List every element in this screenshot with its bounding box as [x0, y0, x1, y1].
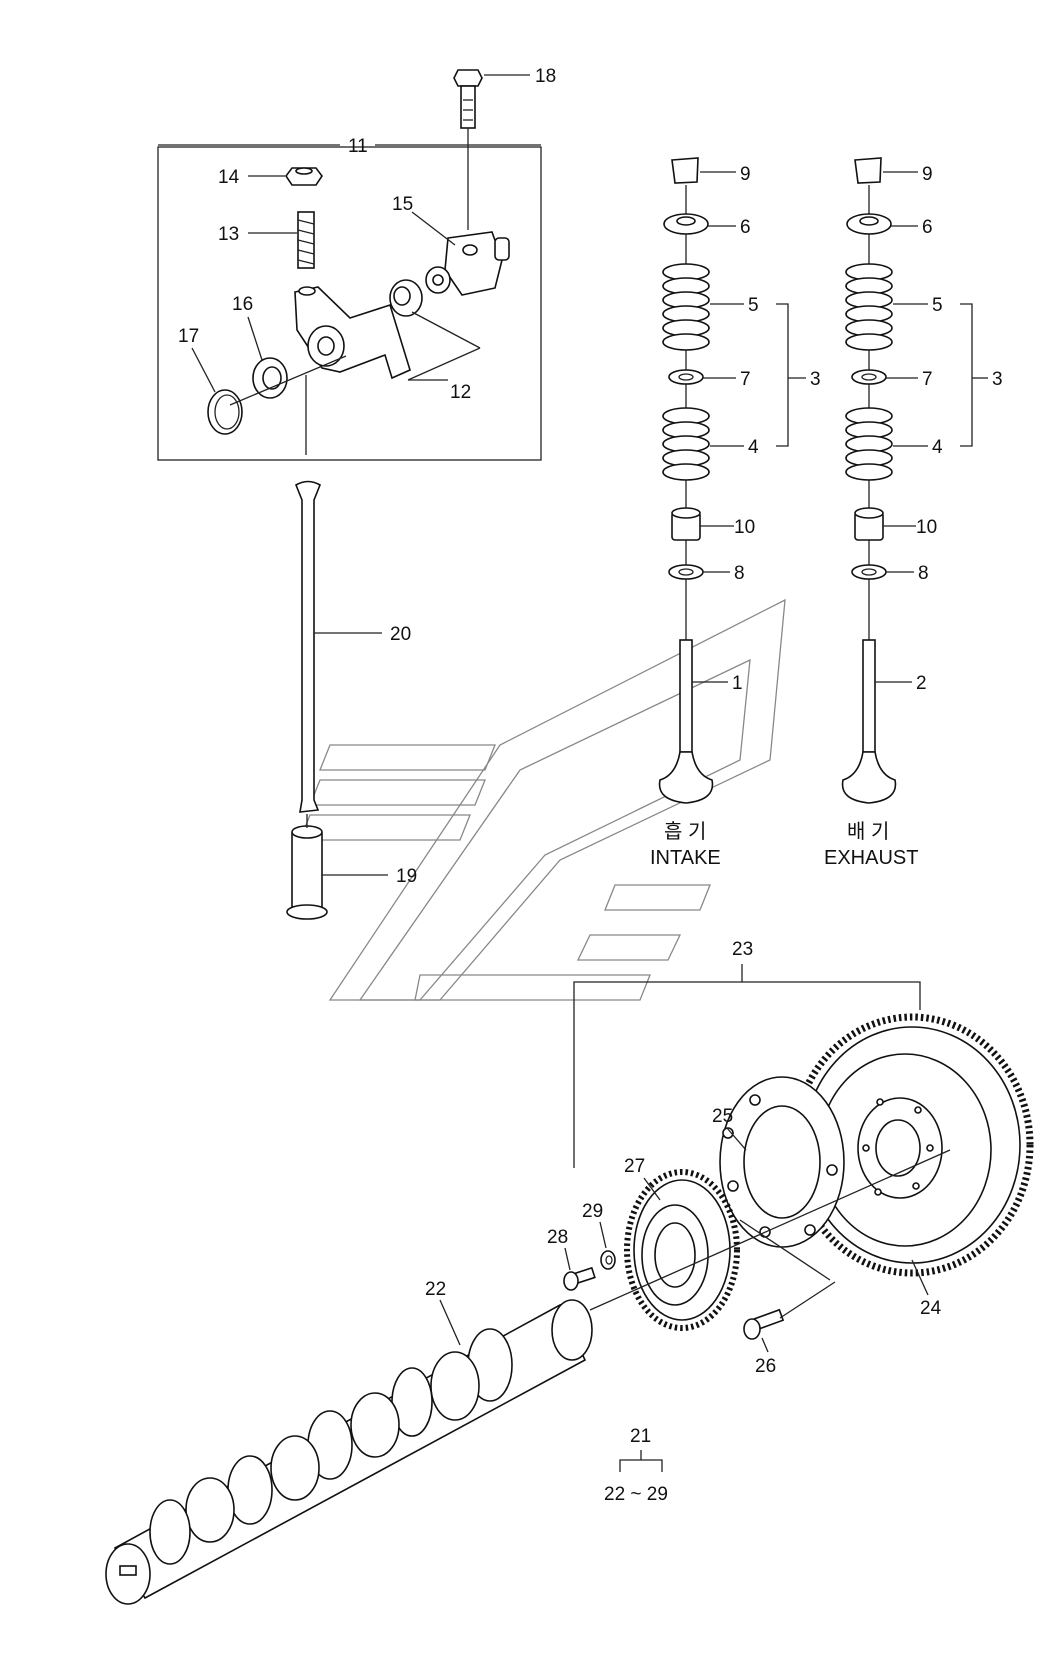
- valve-cotter-9b: [854, 157, 882, 184]
- label-16: 16: [232, 294, 253, 315]
- label-29: 29: [582, 1201, 603, 1222]
- label-3b: 3: [992, 369, 1003, 390]
- label-2: 2: [916, 673, 927, 694]
- label-10b: 10: [916, 517, 937, 538]
- label-1: 1: [732, 673, 743, 694]
- watermark-logo: [299, 598, 786, 1001]
- outer-spring-5b: [845, 263, 893, 351]
- label-15: 15: [392, 194, 413, 215]
- washer-8b: [851, 564, 887, 580]
- label-4b: 4: [932, 437, 943, 458]
- label-22: 22: [425, 1279, 446, 1300]
- label-21: 21: [630, 1426, 651, 1447]
- label-17: 17: [178, 326, 199, 347]
- label-20: 20: [390, 624, 411, 645]
- label-14: 14: [218, 167, 240, 188]
- rocker-arm-12: [294, 286, 411, 380]
- washer-7a: [668, 369, 704, 385]
- label-11: 11: [348, 136, 368, 157]
- label-13: 13: [218, 224, 239, 245]
- intake-valve-1: [658, 639, 714, 804]
- adjusting-screw-13: [297, 211, 315, 269]
- rocker-bracket-15: [425, 231, 510, 296]
- label-6b: 6: [922, 217, 933, 238]
- label-7a: 7: [740, 369, 751, 390]
- washer-16: [252, 357, 288, 399]
- rocker-bushing: [389, 279, 423, 317]
- label-18: 18: [535, 66, 556, 87]
- label-23: 23: [732, 939, 753, 960]
- label-6a: 6: [740, 217, 751, 238]
- valve-cotter-9a: [671, 157, 699, 184]
- label-9a: 9: [740, 164, 751, 185]
- adapter-plate-25: [719, 1076, 845, 1248]
- intake-caption-kr: 흡 기: [664, 820, 706, 843]
- label-24: 24: [920, 1298, 942, 1319]
- snap-ring-17: [207, 389, 243, 435]
- inner-spring-4b: [845, 407, 893, 481]
- push-rod-20: [295, 480, 321, 813]
- bolt-28: [563, 1266, 596, 1291]
- label-9b: 9: [922, 164, 933, 185]
- washer-7b: [851, 369, 887, 385]
- label-8b: 8: [918, 563, 929, 584]
- bolt-18: [453, 69, 483, 230]
- label-8a: 8: [734, 563, 745, 584]
- rocker-arm-assembly: 11 18 14 13: [157, 66, 556, 461]
- label-25: 25: [712, 1106, 733, 1127]
- label-28: 28: [547, 1227, 568, 1248]
- nut-14: [285, 167, 323, 186]
- label-5b: 5: [932, 295, 943, 316]
- bolt-26: [743, 1308, 785, 1340]
- tappet-19: [286, 814, 328, 920]
- label-7b: 7: [922, 369, 933, 390]
- label-19: 19: [396, 866, 417, 887]
- washer-8a: [668, 564, 704, 580]
- washer-29: [600, 1250, 616, 1270]
- label-10a: 10: [734, 517, 755, 538]
- assembly-box: [157, 146, 542, 461]
- label-range-22-29: 22 ~ 29: [604, 1484, 668, 1505]
- label-5a: 5: [748, 295, 759, 316]
- intake-caption-en: INTAKE: [650, 847, 721, 869]
- label-27: 27: [624, 1156, 645, 1177]
- inner-spring-4a: [662, 407, 710, 481]
- label-4a: 4: [748, 437, 759, 458]
- exhaust-caption-en: EXHAUST: [824, 847, 918, 869]
- label-12: 12: [450, 382, 471, 403]
- exhaust-caption-kr: 배 기: [847, 820, 889, 843]
- exhaust-valve-2: [841, 639, 897, 804]
- label-3a: 3: [810, 369, 821, 390]
- small-gear-27: [624, 1169, 740, 1331]
- camshaft-22: [105, 1299, 593, 1605]
- outer-spring-5a: [662, 263, 710, 351]
- exhaust-valve-column: 배 기 EXHAUST: [824, 157, 918, 869]
- intake-valve-column: 흡 기 INTAKE: [650, 157, 721, 869]
- label-26: 26: [755, 1356, 776, 1377]
